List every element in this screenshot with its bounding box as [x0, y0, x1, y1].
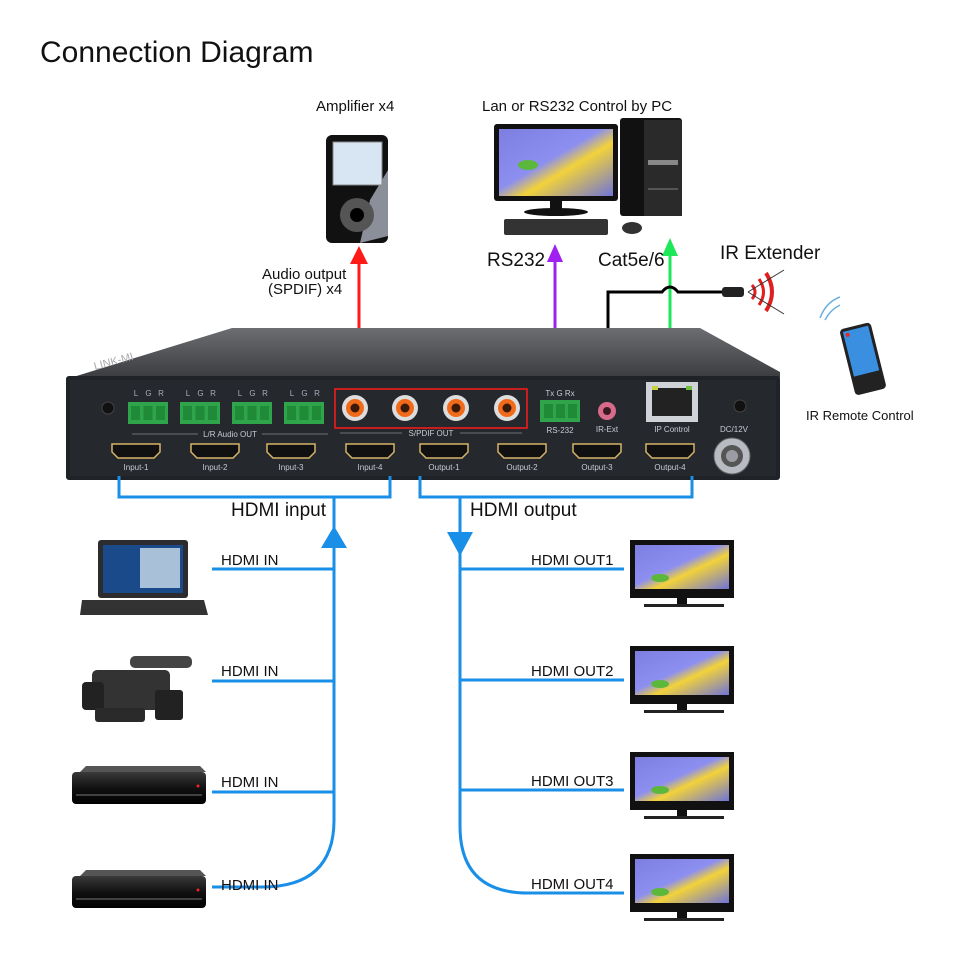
rca-jack[interactable]	[443, 395, 469, 421]
hdmi-ports: Input-1 Input-2 Input-3 Input-4 Output-1 Outp…	[111, 443, 695, 472]
audio-channel-label: L	[186, 389, 191, 398]
ip-control-rj45	[646, 382, 698, 422]
pc-tower-icon	[620, 118, 682, 216]
hdmi-port-label: Input-3	[279, 463, 304, 472]
set-top-box-icon	[72, 766, 206, 804]
rca-jack[interactable]	[392, 395, 418, 421]
hdmi-port-label: Input-2	[203, 463, 228, 472]
display-label: HDMI OUT3	[531, 773, 614, 790]
ir-extender-label: IR Extender	[720, 243, 821, 264]
ip-control-port-label: IP Control	[654, 425, 690, 434]
audio-channel-label: L	[290, 389, 295, 398]
ir-remote-label: IR Remote Control	[806, 408, 914, 423]
audio-channel-label: R	[262, 389, 268, 398]
audio-channel-label: R	[158, 389, 164, 398]
audio-channel-label: G	[249, 389, 255, 398]
hdmi-port-label: Output-2	[506, 463, 538, 472]
spdif-group-label: S/PDIF OUT	[409, 429, 454, 438]
hdmi-port[interactable]: Output-3	[572, 443, 622, 472]
audio-out-group-label: L/R Audio OUT	[203, 430, 257, 439]
hdmi-port-label: Input-1	[124, 463, 149, 472]
hdmi-input-label: HDMI input	[231, 500, 327, 521]
tv-displays	[630, 540, 734, 921]
rs232-pin-labels: Tx G Rx	[545, 389, 574, 398]
hdmi-port[interactable]: Input-2	[190, 443, 240, 472]
hdmi-port[interactable]: Output-2	[497, 443, 547, 472]
mouse-icon	[622, 222, 642, 234]
camcorder-icon	[82, 656, 192, 722]
rs232-terminal	[540, 400, 580, 422]
tv-icon	[630, 752, 734, 819]
display-label: HDMI OUT1	[531, 552, 614, 569]
hdmi-port-label: Input-4	[358, 463, 383, 472]
ir-emitter-icon	[747, 269, 785, 315]
hdmi-output-bus	[418, 476, 694, 895]
output-arrow-down	[447, 532, 473, 556]
audio-output-sublabel: (SPDIF) x4	[268, 281, 343, 298]
keyboard-icon	[504, 219, 608, 235]
hdmi-port[interactable]: Input-1	[111, 443, 161, 472]
source-label: HDMI IN	[221, 774, 279, 791]
set-top-box-icon	[72, 870, 206, 908]
ir-remote-icon	[819, 296, 886, 395]
cat5e-label: Cat5e/6	[598, 250, 665, 271]
pc-control-label: Lan or RS232 Control by PC	[482, 98, 673, 115]
audio-channel-label: L	[134, 389, 139, 398]
hdmi-port-label: Output-3	[581, 463, 613, 472]
audio-output-label: Audio output	[262, 266, 347, 283]
rca-jack[interactable]	[494, 395, 520, 421]
hdmi-port[interactable]: Output-4	[645, 443, 695, 472]
laptop-icon	[80, 540, 208, 615]
amplifier-icon	[326, 135, 388, 243]
ir-ext-port-label: IR-Ext	[596, 425, 619, 434]
rs232-label: RS232	[487, 250, 546, 271]
tv-icon	[630, 646, 734, 713]
power-port-label: DC/12V	[720, 425, 749, 434]
audio-channel-label: L	[238, 389, 243, 398]
hdmi-port[interactable]: Output-1	[419, 443, 469, 472]
screw-icon	[101, 401, 115, 415]
tv-icon	[630, 854, 734, 921]
tv-icon	[630, 540, 734, 607]
hdmi-input-bus	[117, 476, 392, 889]
rca-jack[interactable]	[342, 395, 368, 421]
audio-channel-label: G	[197, 389, 203, 398]
pc-monitor-icon	[494, 124, 642, 235]
source-label: HDMI IN	[221, 552, 279, 569]
screw-icon	[733, 399, 747, 413]
display-label: HDMI OUT4	[531, 876, 614, 893]
dc-power-jack	[713, 437, 751, 475]
page-title: Connection Diagram	[40, 36, 314, 69]
hdmi-port[interactable]: Input-3	[266, 443, 316, 472]
audio-channel-label: R	[314, 389, 320, 398]
source-label: HDMI IN	[221, 877, 279, 894]
audio-channel-label: G	[145, 389, 151, 398]
hdmi-port-label: Output-4	[654, 463, 686, 472]
rs232-port-label: RS-232	[546, 426, 574, 435]
source-label: HDMI IN	[221, 663, 279, 680]
amplifier-label: Amplifier x4	[316, 98, 395, 115]
hdmi-port[interactable]: Input-4	[345, 443, 395, 472]
display-label: HDMI OUT2	[531, 663, 614, 680]
audio-channel-label: G	[301, 389, 307, 398]
ir-ext-jack	[598, 402, 616, 420]
input-arrow-up	[321, 526, 347, 548]
ir-extender-cable	[606, 285, 744, 368]
audio-channel-label: R	[210, 389, 216, 398]
spdif-highlight-box	[334, 388, 528, 429]
spdif-rca-jacks	[342, 395, 520, 421]
hdmi-output-label: HDMI output	[470, 500, 577, 521]
hdmi-port-label: Output-1	[428, 463, 460, 472]
